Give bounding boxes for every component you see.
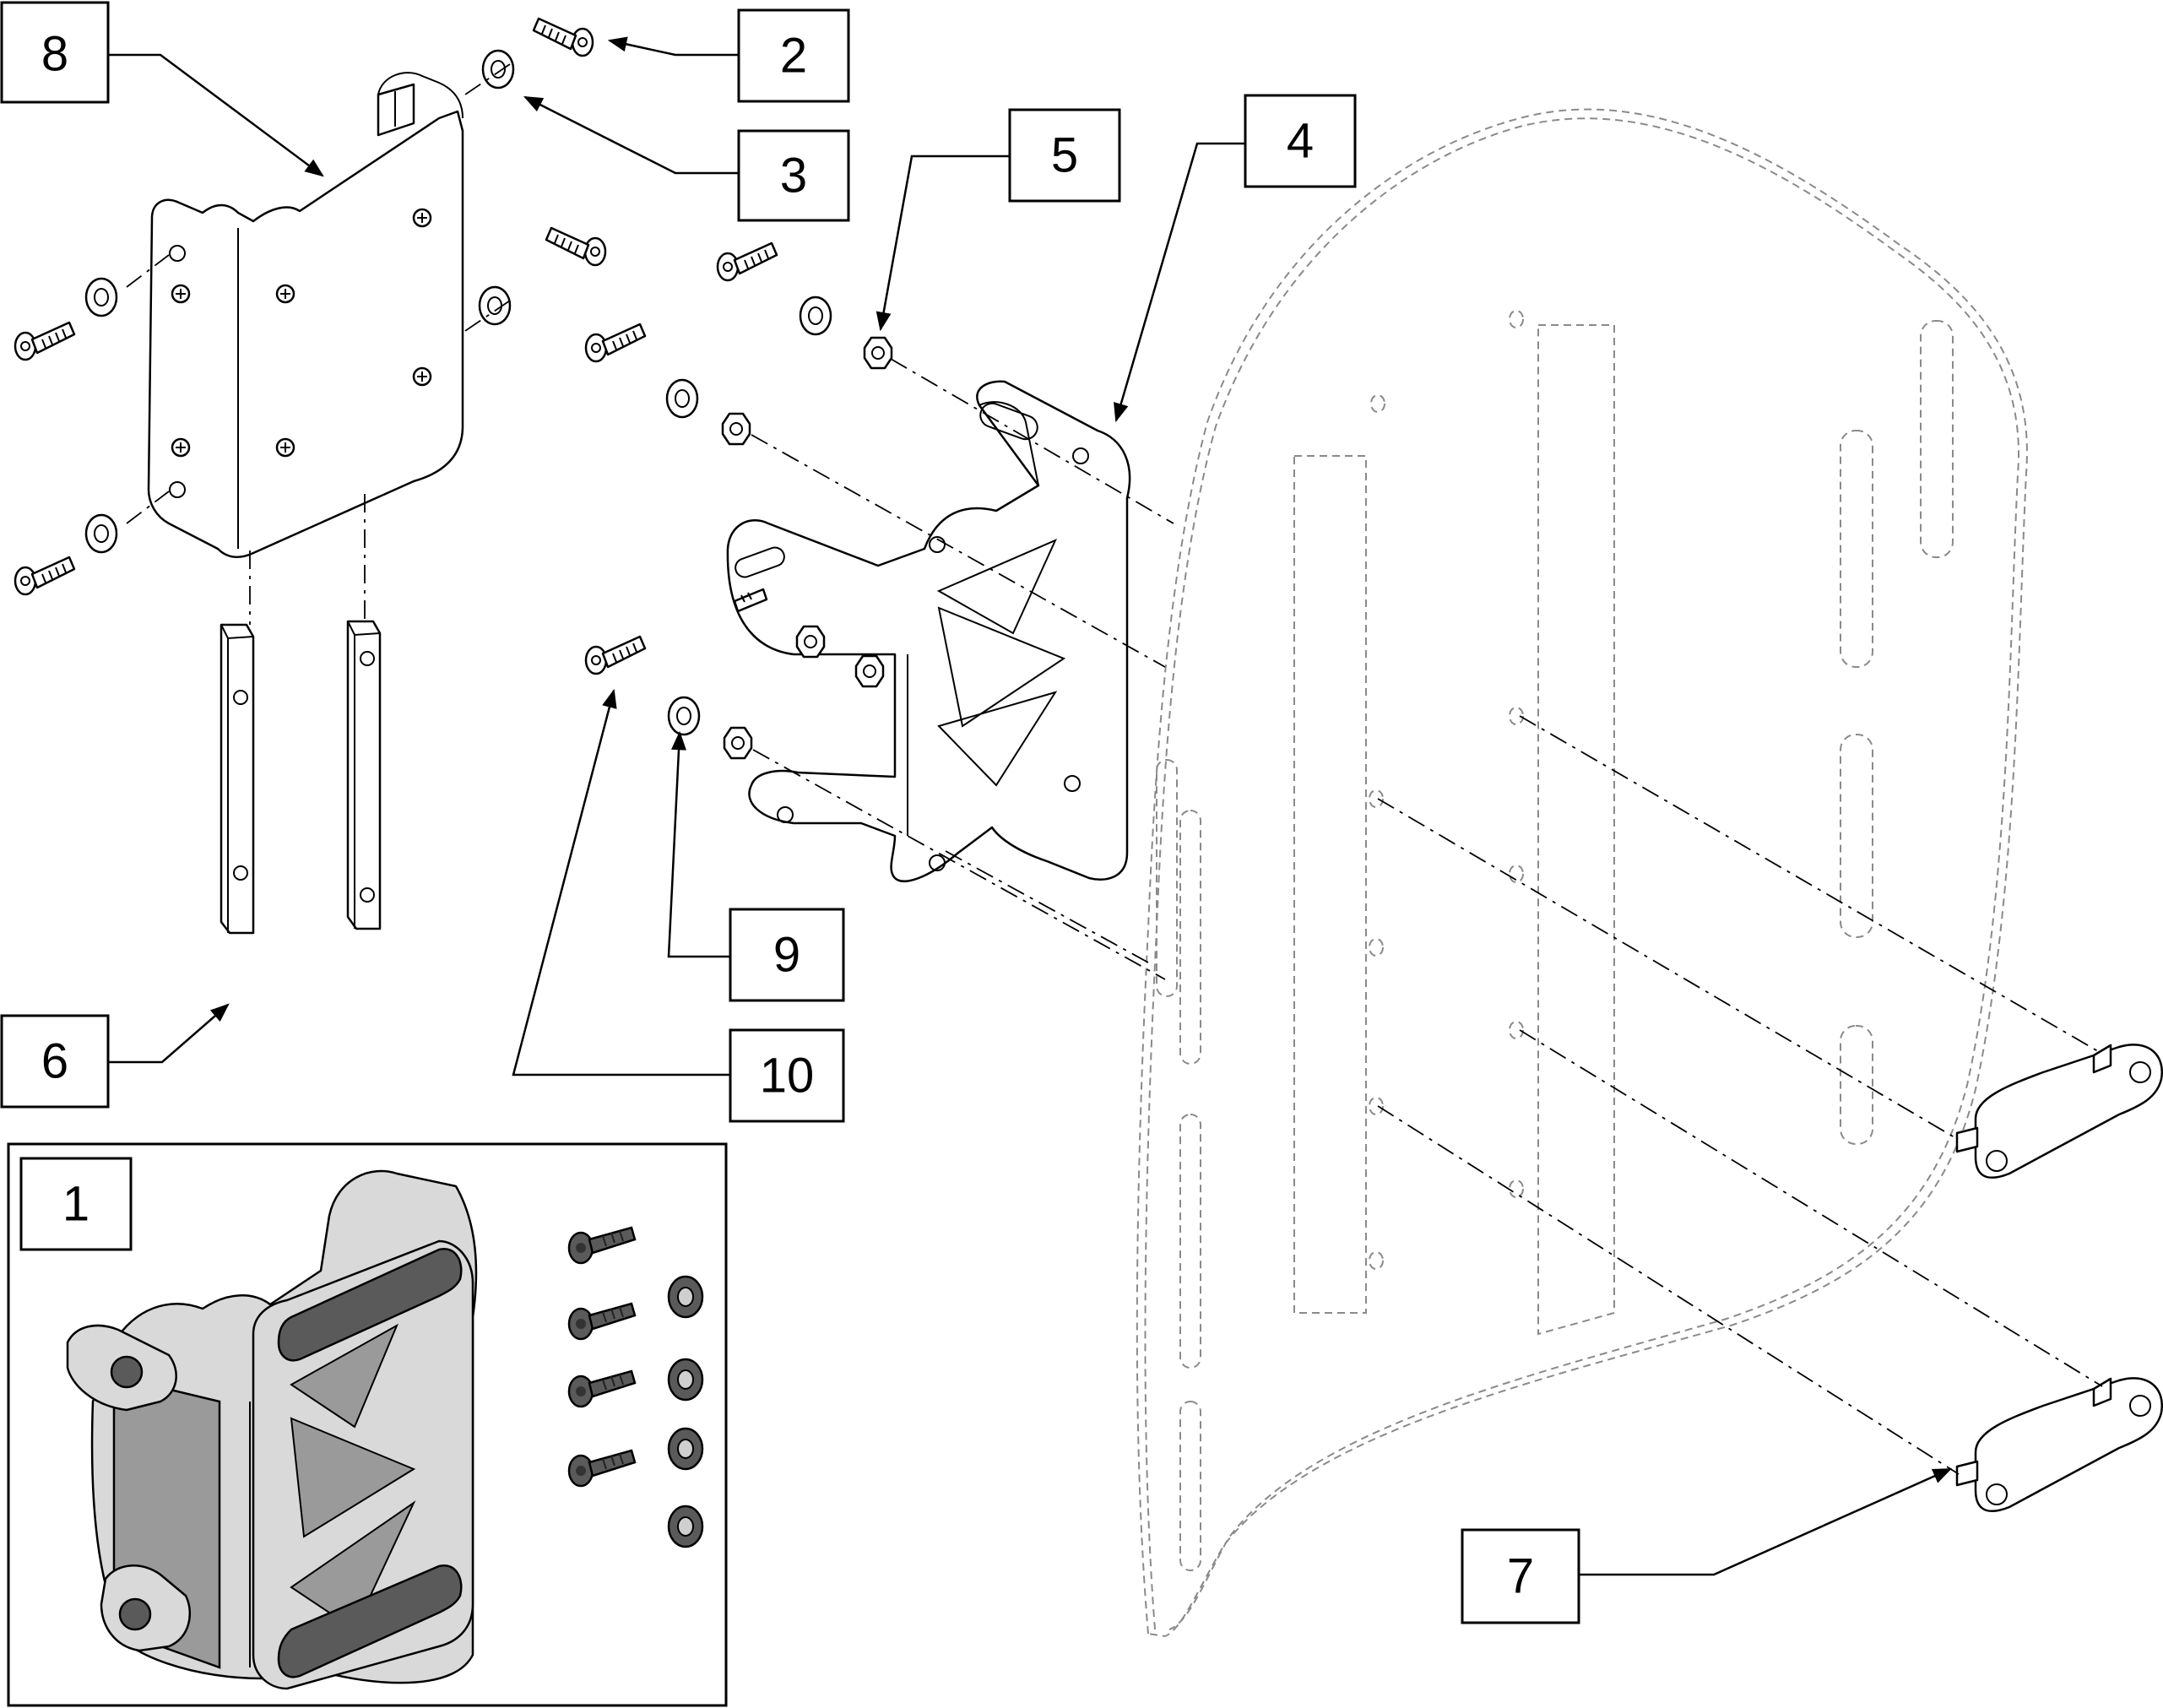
mounting-bracket-part-8 [147, 72, 464, 558]
bracket-fasteners [14, 17, 607, 596]
callout-6: 6 [0, 1014, 110, 1109]
back-plate-part-7 [1377, 715, 2163, 1512]
callout-label-7: 7 [1507, 1549, 1534, 1604]
callout-label-5: 5 [1051, 128, 1078, 183]
seat-back-panel-outline [1136, 108, 2028, 1638]
callout-label-6: 6 [41, 1034, 68, 1089]
callout-10: 10 [729, 1028, 845, 1123]
callout-label-3: 3 [780, 149, 807, 203]
callout-7: 7 [1461, 1528, 1580, 1624]
leader-lines [108, 36, 1953, 1576]
callout-9: 9 [729, 908, 845, 1002]
callout-label-4: 4 [1287, 114, 1314, 169]
callout-8: 8 [0, 1, 110, 104]
callout-3: 3 [737, 129, 850, 222]
callout-1: 1 [19, 1157, 133, 1251]
spacer-bar-part-6 [220, 494, 382, 935]
callout-label-8: 8 [41, 27, 68, 82]
callout-4: 4 [1244, 94, 1357, 188]
callout-5: 5 [1008, 108, 1121, 203]
callout-label-1: 1 [62, 1177, 89, 1232]
callout-label-2: 2 [780, 29, 807, 84]
callout-label-9: 9 [773, 928, 800, 983]
callout-label-10: 10 [760, 1049, 815, 1103]
assembly-inset-part-1 [7, 1142, 728, 1707]
back-bracket-part-4 [726, 380, 1131, 882]
callout-2: 2 [737, 8, 850, 103]
